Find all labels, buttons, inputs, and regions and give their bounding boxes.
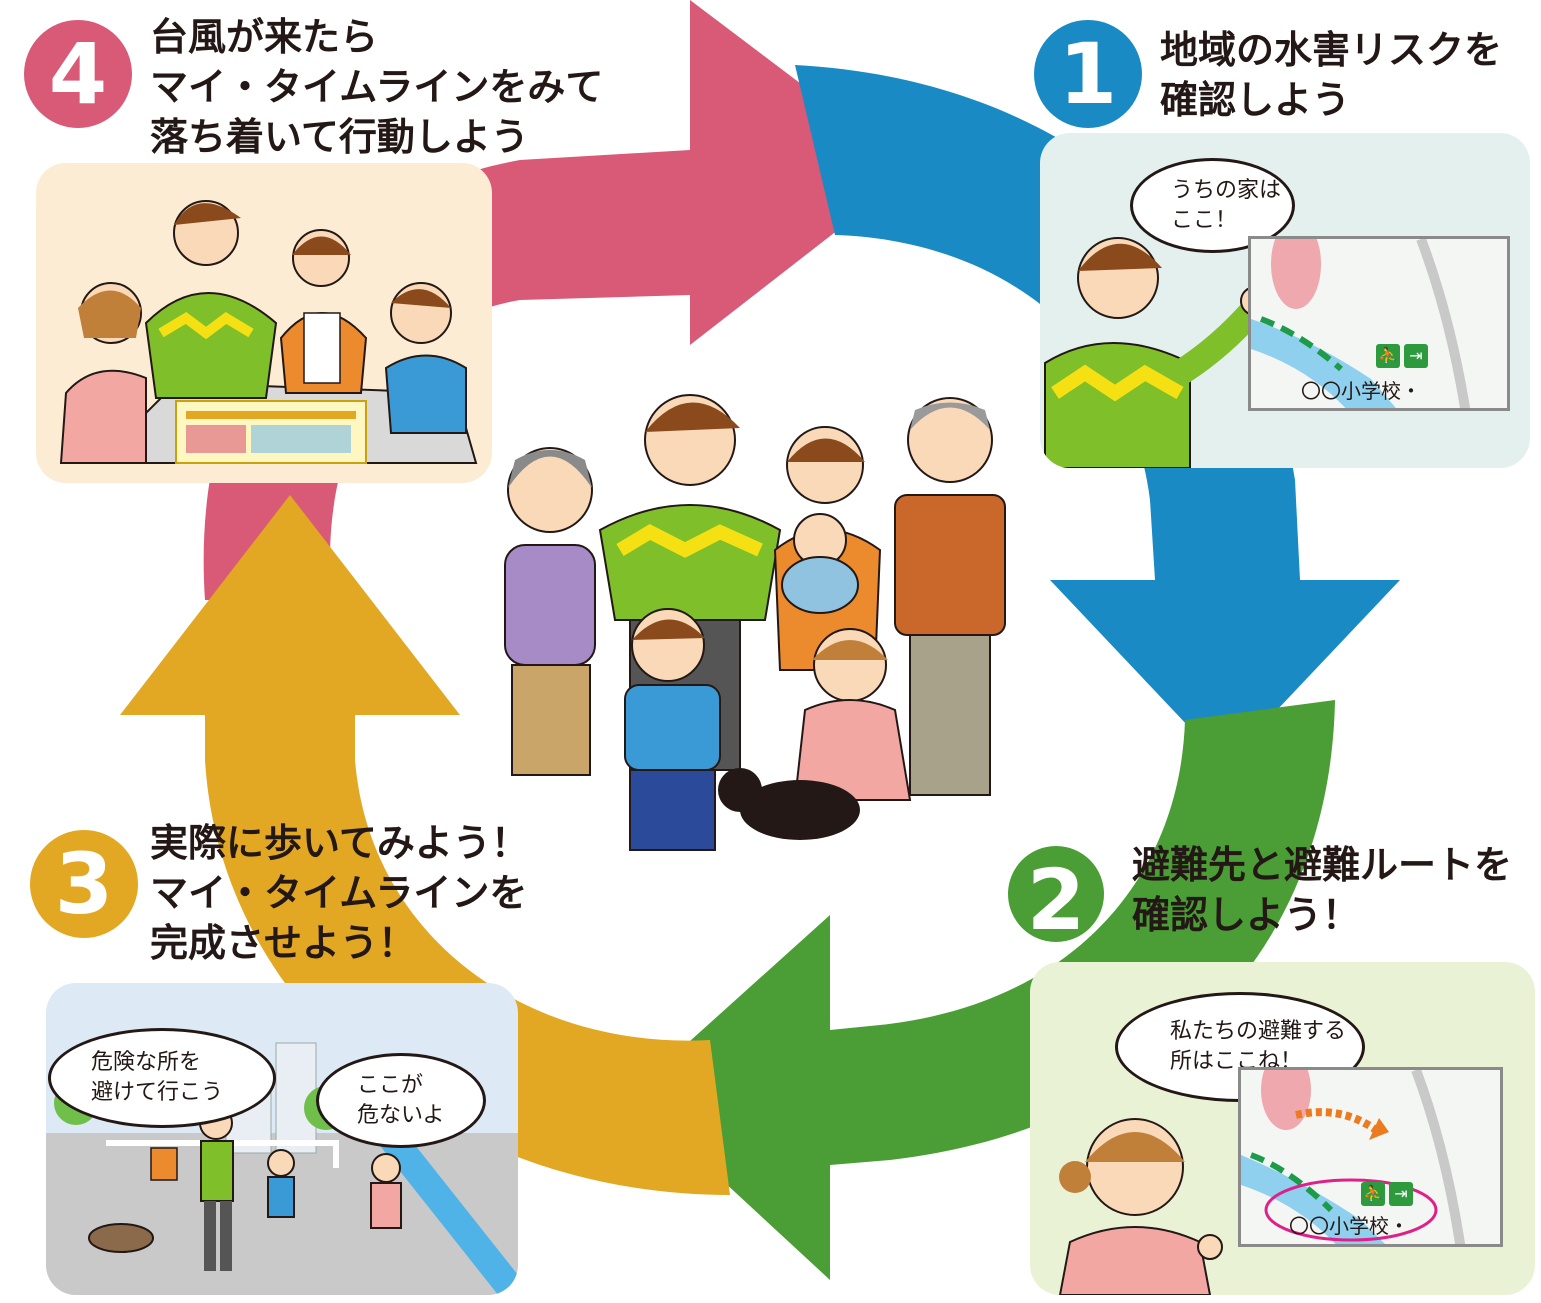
arrow-step3 bbox=[120, 495, 730, 1195]
family-planning-illustration bbox=[59, 200, 478, 464]
step-4-title-line-3: 落ち着いて行動しよう bbox=[150, 115, 529, 159]
dog bbox=[740, 780, 860, 840]
step-2-hazard-map: ⛹ ⇥ 〇〇小学校・ bbox=[1238, 1067, 1503, 1247]
step-3-speech-bubble-right: ここが 危ないよ bbox=[316, 1053, 486, 1148]
family-group-illustration bbox=[504, 394, 1006, 851]
step-2-bubble-line-1: 私たちの避難する bbox=[1170, 1019, 1347, 1044]
step-1-panel: うちの家は ここ！ ⛹ ⇥ 〇〇小学校・ bbox=[1040, 133, 1530, 468]
step-1-bubble-line-1: うちの家は bbox=[1171, 177, 1282, 203]
evacuation-shelter-icon: ⛹ bbox=[1361, 1182, 1385, 1206]
step-3-bubble-left-line-2: 避けて行こう bbox=[91, 1080, 224, 1105]
step-1-number-badge: 1 bbox=[1034, 20, 1142, 128]
step-2-map-school-label: 〇〇小学校・ bbox=[1289, 1214, 1409, 1238]
step-2-title: 避難先と避難ルートを 確認しよう！ bbox=[1132, 840, 1512, 940]
step-3-title-line-3: 完成させよう！ bbox=[150, 921, 417, 965]
evacuation-route-arrow bbox=[1295, 1108, 1379, 1134]
step-3-panel: 危険な所を 避けて行こう ここが 危ないよ bbox=[46, 983, 518, 1295]
arrow-step2 bbox=[630, 700, 1335, 1280]
step-1-map-school-label: 〇〇小学校・ bbox=[1301, 379, 1421, 403]
manhole-cover bbox=[88, 1223, 154, 1253]
evacuation-route-map-graphic bbox=[1241, 1070, 1466, 1244]
hazard-map-graphic bbox=[1251, 239, 1471, 408]
step-1-title-line-1: 地域の水害リスクを bbox=[1160, 28, 1503, 72]
step-2-title-line-1: 避難先と避難ルートを bbox=[1132, 843, 1513, 887]
step-3-bubble-left-line-1: 危険な所を bbox=[91, 1050, 202, 1075]
arrow-step1 bbox=[795, 65, 1400, 765]
step-1-title-line-2: 確認しよう bbox=[1160, 78, 1351, 122]
step-2-title-line-2: 確認しよう！ bbox=[1132, 893, 1361, 937]
step-2-panel: 私たちの避難する 所はここね！ ⛹ ⇥ 〇〇小学校・ bbox=[1030, 962, 1535, 1295]
step-3-title: 実際に歩いてみよう！ マイ・タイムラインを 完成させよう！ bbox=[150, 818, 529, 968]
step-4-number-badge: 4 bbox=[24, 20, 132, 128]
step-1-bubble-line-2: ここ！ bbox=[1171, 207, 1238, 233]
step-4-title: 台風が来たら マイ・タイムラインをみて 落ち着いて行動しよう bbox=[150, 12, 603, 162]
step-1-speech-bubble: うちの家は ここ！ bbox=[1130, 158, 1295, 253]
father-pointing-illustration bbox=[1044, 237, 1270, 468]
step-3-number-badge: 3 bbox=[30, 830, 138, 938]
step-4-title-line-1: 台風が来たら bbox=[150, 15, 379, 59]
emergency-exit-icon: ⇥ bbox=[1404, 344, 1428, 368]
step-3-speech-bubble-left: 危険な所を 避けて行こう bbox=[48, 1028, 276, 1128]
step-3-bubble-right-line-1: ここが bbox=[357, 1072, 424, 1098]
step-4-title-line-2: マイ・タイムラインをみて bbox=[150, 65, 604, 109]
step-2-number-badge: 2 bbox=[1002, 840, 1110, 949]
step-3-bubble-right-line-2: 危ないよ bbox=[357, 1102, 445, 1128]
step-1-hazard-map: ⛹ ⇥ 〇〇小学校・ bbox=[1248, 236, 1510, 411]
emergency-exit-icon: ⇥ bbox=[1389, 1182, 1413, 1206]
arrow-step4 bbox=[203, 0, 916, 600]
evacuation-shelter-icon: ⛹ bbox=[1376, 344, 1400, 368]
shelter-highlight-circle bbox=[1264, 1178, 1438, 1242]
girl-pointing-illustration bbox=[1058, 1118, 1223, 1295]
step-4-panel bbox=[36, 163, 492, 483]
step-3-title-line-1: 実際に歩いてみよう！ bbox=[150, 821, 529, 865]
step-3-title-line-2: マイ・タイムラインを bbox=[150, 871, 528, 915]
step-1-title: 地域の水害リスクを 確認しよう bbox=[1160, 25, 1502, 125]
